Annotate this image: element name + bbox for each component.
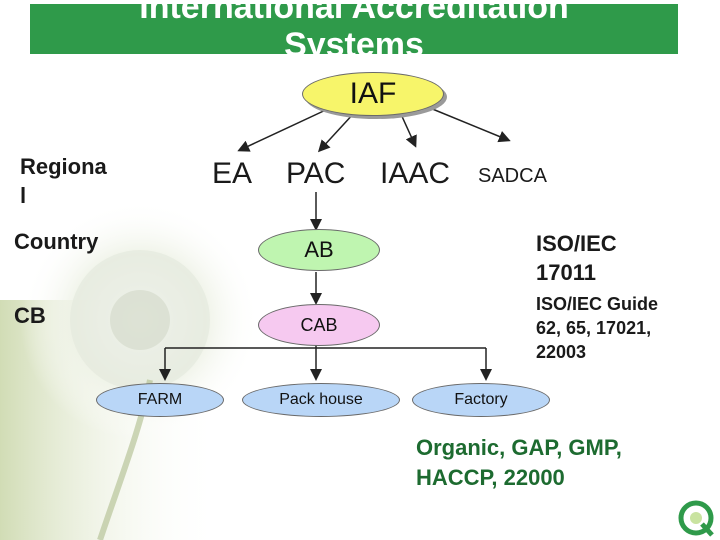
farm-label: FARM — [137, 391, 183, 408]
logo-icon — [676, 498, 716, 538]
regional-label: Regiona l — [20, 154, 107, 208]
cb-label: CB — [14, 303, 46, 328]
regional-body-pac: PAC — [286, 157, 346, 190]
factory-label: Factory — [454, 391, 508, 408]
pack-house-node: Pack house — [242, 383, 400, 417]
ab-label: AB — [304, 237, 334, 262]
country-standard: ISO/IEC 17011 — [536, 231, 617, 285]
factory-node: Factory — [412, 383, 550, 417]
title-bar: International Accreditation Systems — [30, 4, 678, 54]
farm-node: FARM — [96, 383, 224, 417]
pack-house-label: Pack house — [279, 391, 363, 408]
cab-label: CAB — [300, 314, 338, 335]
regional-body-ea: EA — [212, 157, 253, 190]
iaf-label: IAF — [349, 77, 397, 110]
ab-node: AB — [258, 229, 380, 271]
title-line-1: International Accreditation — [139, 4, 569, 26]
cb-standard: ISO/IEC Guide 62, 65, 17021, 22003 — [536, 294, 659, 362]
iaf-node: IAF — [302, 72, 444, 116]
title-line-2: Systems — [284, 26, 424, 54]
cab-node: CAB — [258, 304, 380, 346]
regional-body-iaac: IAAC — [380, 157, 451, 190]
schemes-text: Organic, GAP, GMP, HACCP, 22000 — [416, 435, 622, 490]
regional-body-sadca: SADCA — [478, 165, 547, 187]
country-label: Country — [14, 229, 99, 254]
